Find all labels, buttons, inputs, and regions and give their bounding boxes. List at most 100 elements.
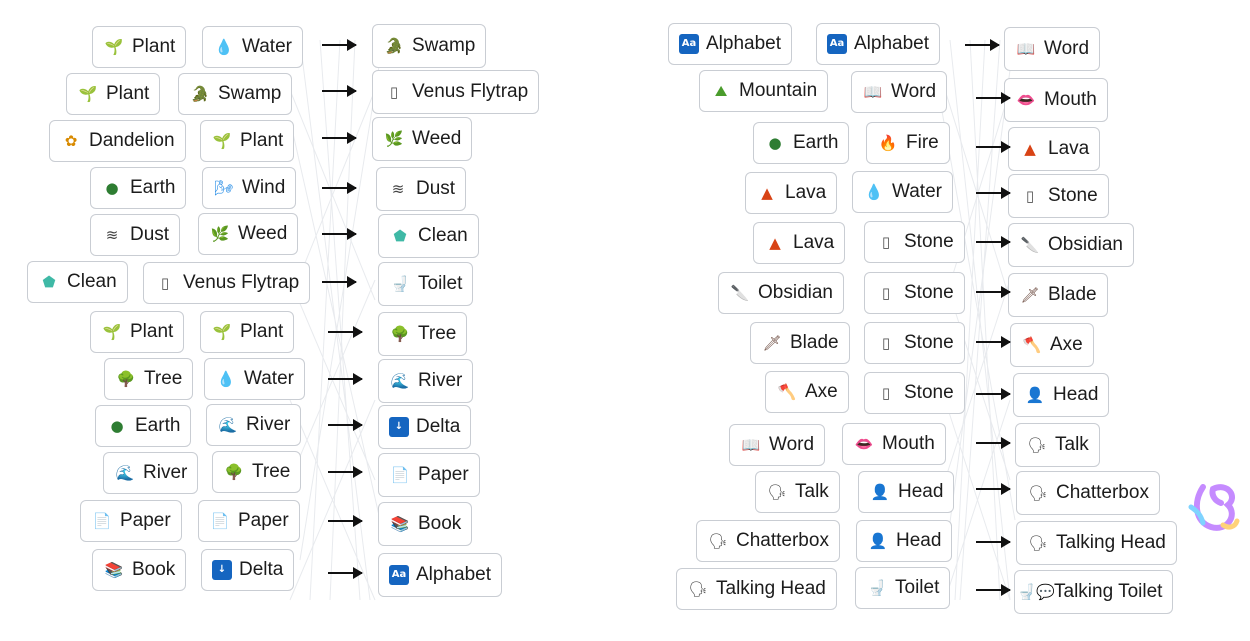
result-chip[interactable]: 🗣Talk: [1015, 423, 1100, 467]
result-chip[interactable]: 🌊River: [378, 359, 474, 403]
element-label: Tree: [418, 323, 457, 344]
result-chip[interactable]: 🐊Swamp: [372, 24, 487, 68]
element-label: Talking Head: [1056, 532, 1166, 553]
result-chip[interactable]: 📖Word: [1004, 27, 1101, 71]
result-chip[interactable]: ≋Dust: [376, 167, 467, 211]
tree-icon: 🌳: [224, 462, 244, 481]
result-chip[interactable]: 🪓Axe: [1010, 323, 1094, 367]
arrow-right-icon: [328, 466, 363, 478]
result-chip[interactable]: 📄Paper: [378, 453, 480, 497]
ingredient-a-chip[interactable]: 📖Word: [729, 424, 826, 466]
result-chip[interactable]: 🔪Obsidian: [1008, 223, 1134, 267]
result-chip[interactable]: 🚽💬Talking Toilet: [1014, 570, 1174, 614]
books-icon: 📚: [104, 560, 124, 579]
ingredient-b-chip[interactable]: 🐊Swamp: [178, 73, 293, 115]
element-label: Paper: [120, 510, 171, 531]
ingredient-a-chip[interactable]: 🌳Tree: [104, 358, 194, 400]
ingredient-a-chip[interactable]: 🗣Talking Head: [676, 568, 837, 610]
result-chip[interactable]: 🗣Talking Head: [1016, 521, 1177, 565]
ingredient-b-chip[interactable]: 👄Mouth: [842, 423, 946, 465]
ingredient-a-chip[interactable]: 📚Book: [92, 549, 187, 591]
ingredient-b-chip[interactable]: ▯Stone: [864, 372, 965, 414]
ingredient-a-chip[interactable]: 🌱Plant: [66, 73, 161, 115]
element-label: Alphabet: [706, 33, 782, 54]
result-chip[interactable]: 👤Head: [1013, 373, 1110, 417]
element-label: Talk: [1055, 434, 1089, 455]
ingredient-a-chip[interactable]: ●Earth: [95, 405, 192, 447]
ingredient-b-chip[interactable]: 👤Head: [858, 471, 955, 513]
arrow-right-icon: [328, 373, 363, 385]
result-chip[interactable]: 🚽Toilet: [378, 262, 474, 306]
ingredient-b-chip[interactable]: 🌳Tree: [212, 451, 302, 493]
arrow-right-icon: [965, 39, 1000, 51]
ingredient-a-chip[interactable]: ⬟Clean: [27, 261, 128, 303]
ingredient-a-chip[interactable]: 🔪Obsidian: [718, 272, 844, 314]
element-label: Stone: [904, 282, 954, 303]
element-label: Earth: [135, 415, 181, 436]
result-chip[interactable]: 📚Book: [378, 502, 473, 546]
result-chip[interactable]: 🗣Chatterbox: [1016, 471, 1160, 515]
ingredient-a-chip[interactable]: 🌱Plant: [90, 311, 185, 353]
ingredient-b-chip[interactable]: 💧Water: [204, 358, 305, 400]
ingredient-b-chip[interactable]: 📄Paper: [198, 500, 300, 542]
ingredient-a-chip[interactable]: 📄Paper: [80, 500, 182, 542]
tree-icon: 🌳: [116, 369, 136, 388]
ingredient-a-chip[interactable]: ✿Dandelion: [49, 120, 186, 162]
result-chip[interactable]: 🌳Tree: [378, 312, 468, 356]
rock-icon: ▯: [881, 383, 891, 402]
herb-icon: 🌿: [210, 224, 230, 243]
ingredient-b-chip[interactable]: ▯Stone: [864, 322, 965, 364]
crocodile-icon: 🐊: [190, 84, 210, 103]
element-label: Stone: [904, 332, 954, 353]
ingredient-a-chip[interactable]: 🌊River: [103, 452, 199, 494]
speaking-head-icon: 🗣: [708, 531, 728, 550]
brand-logo-icon: [1188, 484, 1240, 531]
ingredient-b-chip[interactable]: 🚽Toilet: [855, 567, 951, 609]
ingredient-a-chip[interactable]: ●Earth: [90, 167, 187, 209]
result-chip[interactable]: ▯Stone: [1008, 174, 1109, 218]
ingredient-b-chip[interactable]: 🌱Plant: [200, 311, 295, 353]
ingredient-a-chip[interactable]: 🪓Axe: [765, 371, 849, 413]
result-chip[interactable]: 🌿Weed: [372, 117, 473, 161]
ingredient-a-chip[interactable]: 🗡Blade: [750, 322, 850, 364]
result-chip[interactable]: 👄Mouth: [1004, 78, 1108, 122]
ingredient-b-chip[interactable]: 💧Water: [202, 26, 303, 68]
arrow-right-icon: [322, 85, 357, 97]
ingredient-b-chip[interactable]: 🔥Fire: [866, 122, 950, 164]
ingredient-a-chip[interactable]: 🗣Chatterbox: [696, 520, 840, 562]
ingredient-a-chip[interactable]: ▲Lava: [753, 222, 846, 264]
ingredient-b-chip[interactable]: 📖Word: [851, 71, 948, 113]
ingredient-a-chip[interactable]: ⛰Mountain: [699, 70, 829, 112]
ingredient-b-chip[interactable]: ▯Stone: [864, 272, 965, 314]
ingredient-b-chip[interactable]: 👤Head: [856, 520, 953, 562]
result-chip[interactable]: ↓Delta: [378, 405, 472, 449]
result-chip[interactable]: ⬟Clean: [378, 214, 479, 258]
ingredient-a-chip[interactable]: 🗣Talk: [755, 471, 840, 513]
toilet-icon: 🚽: [867, 578, 887, 597]
page-icon: 📄: [210, 511, 230, 530]
element-label: Venus Flytrap: [183, 272, 300, 293]
ingredient-b-chip[interactable]: ↓Delta: [201, 549, 295, 591]
result-chip[interactable]: ▲Lava: [1008, 127, 1101, 171]
ingredient-b-chip[interactable]: ▯Venus Flytrap: [143, 262, 311, 304]
ingredient-b-chip[interactable]: ▯Stone: [864, 221, 965, 263]
ingredient-b-chip[interactable]: 🌊River: [206, 404, 302, 446]
result-chip[interactable]: ▯Venus Flytrap: [372, 70, 540, 114]
ingredient-a-chip[interactable]: ≋Dust: [90, 214, 181, 256]
ingredient-a-chip[interactable]: ▲Lava: [745, 172, 838, 214]
ingredient-b-chip[interactable]: 🌱Plant: [200, 120, 295, 162]
element-label: Weed: [412, 128, 462, 149]
element-label: Blade: [790, 332, 839, 353]
ingredient-b-chip[interactable]: 🌿Weed: [198, 213, 299, 255]
ingredient-b-chip[interactable]: 🌬Wind: [202, 167, 297, 209]
result-chip[interactable]: 🗡Blade: [1008, 273, 1108, 317]
ingredient-a-chip[interactable]: ●Earth: [753, 122, 850, 164]
ingredient-a-chip[interactable]: 🌱Plant: [92, 26, 187, 68]
ingredient-b-chip[interactable]: 💧Water: [852, 171, 953, 213]
arrow-right-icon: [976, 483, 1011, 495]
element-label: Word: [769, 434, 815, 455]
volcano-icon: ▲: [1024, 139, 1036, 158]
